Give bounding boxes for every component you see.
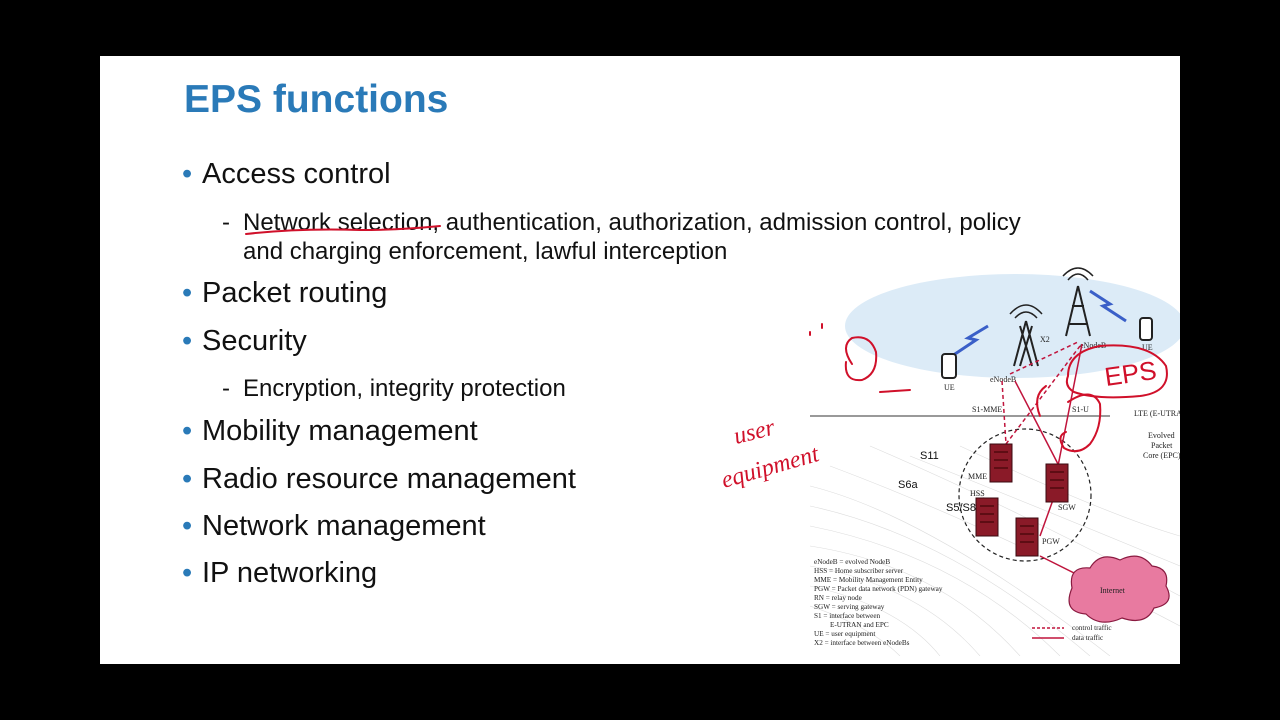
legend-line: SGW = serving gateway	[814, 603, 885, 611]
sub-bullet-dash: -	[222, 209, 230, 236]
bullet-dot: •	[182, 557, 193, 589]
label-enodeb-right: eNodeB	[1080, 341, 1106, 350]
bullet-label: Radio resource management	[202, 463, 576, 495]
ink-label-user: user	[731, 414, 778, 449]
eps-network-diagram: UE UE eNodeB eNodeB X2 S1-MME S1-U LTE (…	[810, 267, 1180, 656]
enodeb-left-tower-icon	[1009, 304, 1043, 367]
label-internet: Internet	[1100, 586, 1126, 595]
legend-line: E-UTRAN and EPC	[830, 621, 889, 629]
legend-line: MME = Mobility Management Entity	[814, 576, 923, 584]
sub-bullet-access-control: -Network selection, authentication, auth…	[222, 208, 1042, 266]
label-pgw: PGW	[1042, 537, 1060, 546]
bullet-label: Security	[202, 325, 307, 357]
bullet-radio-resource-management: • Radio resource management	[182, 463, 576, 496]
enodeb-right-tower-icon	[1062, 267, 1094, 337]
radio-coverage-cloud	[845, 274, 1180, 378]
bullet-label: Packet routing	[202, 277, 388, 309]
hss-server-icon	[975, 497, 999, 537]
label-ue-left: UE	[944, 383, 955, 392]
bullet-label: IP networking	[202, 557, 378, 589]
lightning-icon	[951, 324, 989, 358]
label-enodeb-left: eNodeB	[990, 375, 1016, 384]
bullet-label: Network management	[202, 510, 486, 542]
bullet-access-control: • Access control	[182, 158, 391, 191]
ue-left-phone-icon	[941, 353, 957, 379]
diagram-legend: eNodeB = evolved NodeB HSS = Home subscr…	[814, 558, 943, 647]
bullet-dot: •	[182, 277, 193, 309]
bullet-packet-routing: • Packet routing	[182, 277, 387, 310]
label-epc-line3: Core (EPC)	[1143, 451, 1180, 460]
legend-line: UE = user equipment	[814, 630, 875, 638]
label-epc-line2: Packet	[1151, 441, 1173, 450]
label-sgw: SGW	[1058, 503, 1076, 512]
sub-bullet-dash: -	[222, 375, 230, 402]
bullet-label: Mobility management	[202, 415, 478, 447]
label-s1-mme: S1-MME	[972, 405, 1002, 414]
label-s1-u: S1-U	[1072, 405, 1089, 414]
bullet-mobility-management: • Mobility management	[182, 415, 478, 448]
legend-line: eNodeB = evolved NodeB	[814, 558, 890, 566]
bullet-dot: •	[182, 325, 193, 357]
legend-line: S1 = interface between	[814, 612, 881, 620]
lightning-icon	[1089, 289, 1127, 323]
slide: EPS functions •Access control -Network s…	[100, 56, 1180, 664]
bullet-dot: •	[182, 415, 193, 447]
bullet-dot: •	[182, 510, 193, 542]
bullet-dot: •	[182, 158, 193, 190]
ue-right-phone-icon	[1139, 317, 1153, 341]
label-epc-line1: Evolved	[1148, 431, 1175, 440]
bullet-security: • Security	[182, 325, 307, 358]
bullet-dot: •	[182, 463, 193, 495]
internet-cloud-icon	[1068, 555, 1170, 623]
label-x2: X2	[1040, 335, 1050, 344]
bullet-label: Access control	[202, 158, 391, 190]
label-ue-right: UE	[1142, 343, 1153, 352]
label-lte: LTE (E-UTRAN)	[1134, 409, 1180, 418]
control-traffic-lines	[1001, 341, 1081, 445]
legend-line: X2 = interface between eNodeBs	[814, 639, 910, 647]
sgw-server-icon	[1045, 463, 1069, 503]
legend-control-label: control traffic	[1072, 624, 1112, 632]
epc-boundary-circle	[958, 428, 1092, 562]
legend-line: HSS = Home subscriber server	[814, 567, 904, 575]
mme-server-icon	[989, 443, 1013, 483]
sub-bullet-label: Network selection, authentication, autho…	[243, 209, 1021, 265]
legend-line: PGW = Packet data network (PDN) gateway	[814, 585, 943, 593]
sub-bullet-security: -Encryption, integrity protection	[222, 374, 702, 403]
legend-data-label: data traffic	[1072, 634, 1103, 642]
pgw-server-icon	[1015, 517, 1039, 557]
slide-title: EPS functions	[184, 78, 449, 121]
ink-label-equipment: equipment	[718, 441, 823, 494]
sub-bullet-label: Encryption, integrity protection	[243, 375, 566, 402]
label-mme: MME	[968, 472, 987, 481]
bullet-ip-networking: • IP networking	[182, 557, 377, 590]
label-hss: HSS	[970, 489, 985, 498]
legend-line: RN = relay node	[814, 594, 862, 602]
bullet-network-management: • Network management	[182, 510, 486, 543]
